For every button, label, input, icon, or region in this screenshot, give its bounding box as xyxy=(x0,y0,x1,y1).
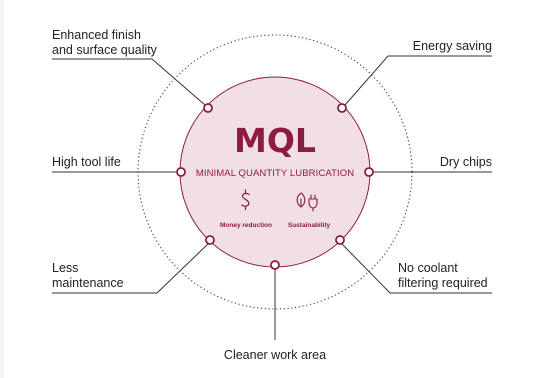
node-top-left xyxy=(203,103,213,113)
node-top-right xyxy=(337,103,347,113)
connector-top-left xyxy=(52,58,206,106)
label-high-tool-life: High tool life xyxy=(52,155,121,169)
node-mid-left xyxy=(176,167,186,177)
label-energy-saving: Energy saving xyxy=(413,39,492,53)
connector-top-right xyxy=(344,55,492,106)
center-title: MQL xyxy=(234,121,316,160)
label-cleaner-work-area: Cleaner work area xyxy=(224,348,326,362)
label-less-maintenance-line1: Less xyxy=(52,261,78,275)
sustainability-label: Sustainability xyxy=(288,222,331,229)
label-no-coolant-line1: No coolant xyxy=(398,261,458,275)
leaf-plug-icon xyxy=(296,192,318,212)
dollar-icon xyxy=(241,189,250,211)
center-subtitle: MINIMAL QUANTITY LUBRICATION xyxy=(196,168,354,179)
label-less-maintenance-line2: maintenance xyxy=(52,276,124,290)
label-enhanced-finish-line2: and surface quality xyxy=(52,43,158,57)
label-no-coolant-line2: filtering required xyxy=(398,276,488,290)
node-bottom xyxy=(270,260,280,270)
connector-bottom-left xyxy=(52,242,210,294)
node-bottom-left xyxy=(205,235,215,245)
connector-bottom-right xyxy=(341,243,492,294)
money-reduction-label: Money reduction xyxy=(220,222,272,229)
label-dry-chips: Dry chips xyxy=(440,155,492,169)
label-enhanced-finish-line1: Enhanced finish xyxy=(52,28,141,42)
node-mid-right xyxy=(364,167,374,177)
node-bottom-right xyxy=(335,235,345,245)
